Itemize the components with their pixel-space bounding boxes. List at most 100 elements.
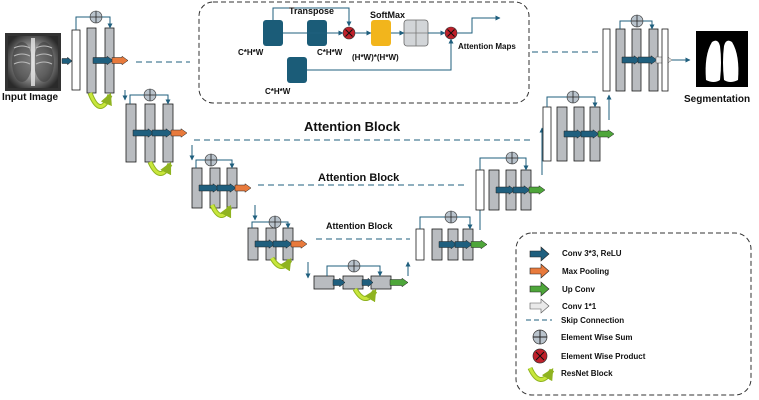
connector-line: [102, 16, 113, 29]
connector-line: [457, 216, 473, 230]
element-sum-icon: [268, 215, 282, 229]
skip-feature-map: [475, 169, 485, 211]
connector-line: [518, 157, 529, 171]
element-sum-icon: [204, 153, 218, 167]
maxpool-arrow-icon: [290, 239, 308, 249]
resnet-block-icon: [269, 256, 293, 272]
upconv-arrow-icon: [529, 281, 550, 297]
connector-line: [195, 159, 205, 168]
conv-arrow-icon: [216, 183, 237, 193]
input-xray-image: [5, 33, 61, 91]
feature-block: [370, 275, 392, 290]
hw-hw-label: (H*W)*(H*W): [352, 53, 399, 62]
connector-line: [643, 20, 655, 30]
connector-line: [129, 94, 144, 104]
input-feature-map: [71, 29, 81, 91]
legend-label-maxpool: Max Pooling: [562, 267, 610, 276]
connector-line: [360, 265, 383, 277]
conv-arrow-icon: [151, 128, 173, 138]
conv-arrow-icon: [332, 277, 346, 288]
value-feature-map: [287, 57, 307, 83]
maxpool-arrow-icon: [111, 55, 129, 66]
conv-arrow-icon: [254, 239, 276, 249]
conv-arrow-icon: [512, 185, 531, 195]
conv-arrow-icon: [454, 239, 473, 250]
legend-label-conv1x1: Conv 1*1: [562, 302, 597, 311]
connector-line: [619, 20, 631, 29]
conv-arrow-icon: [361, 277, 374, 288]
legend-label-sum: Element Wise Sum: [561, 333, 633, 342]
connector-line: [75, 16, 90, 30]
skip-feature-map: [542, 106, 552, 162]
upconv-arrow-icon: [389, 277, 409, 288]
conv1x1-arrow-icon: [529, 298, 550, 314]
softmax-label: SoftMax: [370, 10, 406, 20]
conv-arrow-icon: [495, 185, 516, 195]
conv-arrow-icon: [272, 239, 293, 249]
legend-label-skip: Skip Connection: [561, 316, 625, 325]
element-sum-icon: [89, 10, 103, 24]
connector-line: [546, 96, 567, 107]
resnet-block-icon: [87, 92, 113, 109]
attention-maps-grid: [403, 19, 429, 47]
resnet-block-icon: [209, 203, 233, 219]
element-product-icon: [342, 26, 356, 40]
maxpool-arrow-icon: [170, 128, 188, 138]
skip-connections: [136, 51, 598, 240]
connector-line: [419, 216, 445, 229]
resnet-block-icon: [352, 287, 378, 303]
connector-line: [479, 157, 506, 170]
input-image-label: Input Image: [2, 92, 59, 103]
feature-block: [313, 275, 335, 290]
conv-arrow-icon: [61, 56, 73, 66]
feature-block: [342, 275, 364, 290]
conv-arrow-icon: [563, 129, 584, 139]
conv-arrow-icon: [580, 129, 600, 139]
legend-label-resnet: ResNet Block: [561, 369, 613, 378]
connector-line: [281, 221, 291, 229]
attention-block-label-3: Attention Block: [326, 221, 393, 231]
query-feature-map: [263, 20, 283, 46]
conv-arrow-icon: [92, 55, 114, 66]
connector-line: [156, 94, 171, 105]
element-product-icon: [444, 26, 458, 40]
segmentation-mask-image: [696, 31, 748, 87]
conv-arrow-icon: [637, 55, 658, 65]
element-sum-icon: [532, 329, 548, 345]
element-sum-icon: [444, 210, 458, 224]
softmax-box: [371, 20, 391, 46]
legend-label-upconv: Up Conv: [562, 285, 595, 294]
connector-line: [326, 265, 348, 276]
element-sum-icon: [347, 259, 361, 273]
element-product-icon: [532, 348, 548, 364]
conv-arrow-icon: [529, 246, 550, 262]
segmentation-label: Segmentation: [684, 94, 751, 105]
upconv-arrow-icon: [528, 185, 546, 195]
conv-arrow-icon: [132, 128, 155, 138]
connector-line: [251, 221, 269, 228]
connector-line: [579, 96, 598, 108]
output-feature-map: [661, 28, 669, 92]
conv-arrow-icon: [438, 239, 458, 250]
attention-block-label-2: Attention Block: [318, 172, 400, 184]
attention-block-label-1: Attention Block: [304, 119, 401, 134]
legend-box: [515, 232, 752, 396]
maxpool-arrow-icon: [529, 263, 550, 279]
upconv-arrow-icon: [597, 129, 615, 139]
transpose-label: Transpose: [289, 6, 335, 16]
resnet-block-icon: [147, 160, 173, 176]
conv-arrow-icon: [621, 55, 641, 65]
element-sum-icon: [566, 90, 580, 104]
element-sum-icon: [505, 151, 519, 165]
legend-label-conv: Conv 3*3, ReLU: [562, 249, 622, 258]
upconv-arrow-icon: [470, 239, 488, 250]
attention-maps-label: Attention Maps: [458, 42, 516, 51]
resnet-block-icon: [527, 366, 555, 382]
connector-line: [217, 159, 235, 169]
skip-feature-map: [602, 28, 611, 92]
chw-label-query: C*H*W: [238, 48, 264, 57]
legend-label-product: Element Wise Product: [561, 352, 646, 361]
skip-feature-map: [415, 228, 425, 261]
element-sum-icon: [143, 88, 157, 102]
